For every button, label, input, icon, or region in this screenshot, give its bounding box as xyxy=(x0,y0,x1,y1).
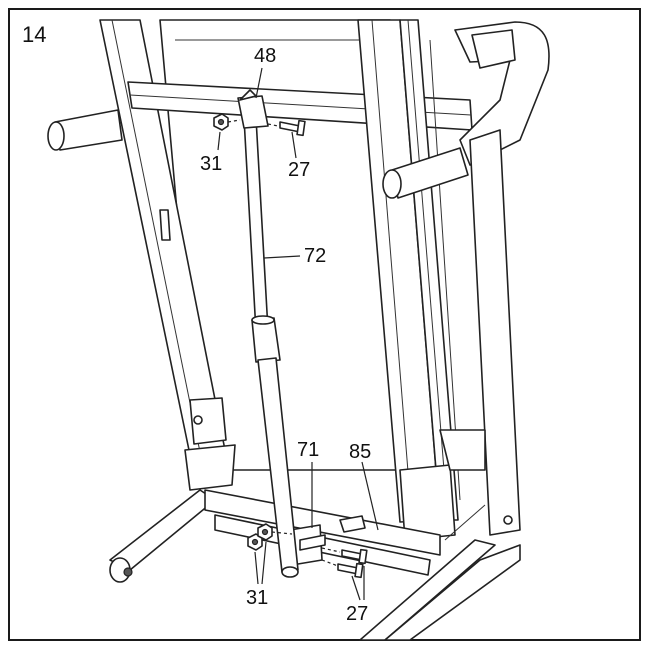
nut-31-bottom-b xyxy=(257,523,273,541)
top-hardware xyxy=(213,113,306,137)
base-front xyxy=(184,429,486,541)
bolt-27-top xyxy=(279,119,306,137)
callout-72: 72 xyxy=(304,245,326,267)
callout-27-bottom: 27 xyxy=(346,603,368,625)
callout-85: 85 xyxy=(349,441,371,463)
part-71-bracket xyxy=(289,515,366,566)
right-upright-rail xyxy=(357,19,461,523)
nut-31-bottom-a xyxy=(247,533,263,551)
callout-71: 71 xyxy=(297,439,319,461)
bolt-27-bottom-b xyxy=(337,562,364,579)
step-number: 14 xyxy=(22,22,46,47)
leader-lines xyxy=(217,67,379,601)
left-handlebar-grip xyxy=(47,109,123,151)
callout-27-top: 27 xyxy=(288,159,310,181)
callout-31-top: 31 xyxy=(200,153,222,175)
callout-31-bottom: 31 xyxy=(246,587,268,609)
nut-31-top xyxy=(213,113,229,131)
part-48-bracket xyxy=(237,89,269,129)
left-upright-rail xyxy=(99,19,227,456)
bottom-hardware xyxy=(247,523,368,579)
callout-48: 48 xyxy=(254,45,276,67)
right-handlebar xyxy=(382,21,550,536)
base-frame xyxy=(109,489,521,641)
part-72-strut xyxy=(243,117,299,578)
bolt-27-bottom-a xyxy=(341,548,368,565)
